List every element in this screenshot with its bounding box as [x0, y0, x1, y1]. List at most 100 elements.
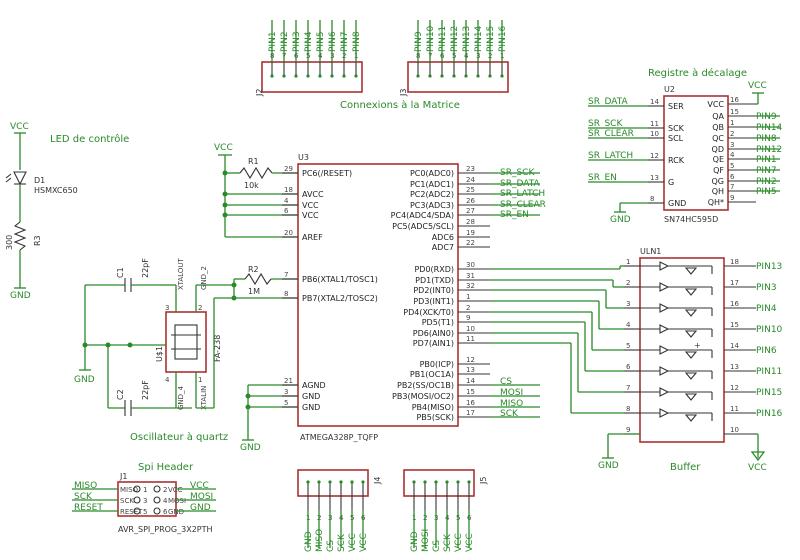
led-circuit: VCC D1 HSMXC650 300 R3 GND [5, 122, 78, 301]
uln-driver-icon [659, 261, 670, 271]
connector-j2: J2 [255, 61, 363, 97]
u3-right-pin-number: 16 [466, 399, 475, 407]
uln-ref: ULN1 [640, 247, 661, 256]
u2-part: SN74HC595D [664, 215, 718, 224]
r1-ref: R1 [248, 157, 259, 166]
u3-right-pin-name: PD7(AIN1) [413, 339, 454, 348]
u3-left-pin-number: 21 [284, 377, 293, 385]
j1-inner-label-right: VCC [168, 486, 183, 494]
u2-right-pin-name: QE [713, 155, 724, 164]
u3-left-pin-number: 7 [284, 271, 288, 279]
j1-pad-right [153, 507, 161, 515]
u2-right-pin-number: 9 [730, 194, 734, 202]
j4-pin-dot [361, 480, 365, 484]
u3-right-pin-number: 32 [466, 282, 475, 290]
j2-pin-dot [354, 74, 358, 78]
u2-net-label: PIN14 [756, 123, 783, 133]
j3-pin-dot [488, 74, 492, 78]
u3-left-pin-name: PB6(XTAL1/TOSC1) [302, 275, 378, 284]
j2-net-label: PIN8 [352, 31, 362, 52]
gnd-label-mcu: GND [240, 443, 261, 453]
gnd-label-u2: GND [610, 215, 631, 225]
u2-left-pin-number: 11 [650, 120, 659, 128]
shift-register-74hc595: U2 SN74HC595D VCC GND [610, 81, 767, 225]
u2-left-pin-name: GND [668, 199, 686, 208]
c2-value: 22pF [141, 380, 150, 400]
j3-net-label: PIN9 [414, 31, 424, 52]
j3-pin-dot [428, 74, 432, 78]
j3-net-label: PIN12 [450, 26, 460, 52]
section-label-matrix: Connexions à la Matrice [340, 99, 460, 111]
j2-pin-dot [270, 74, 274, 78]
quartz-part: FA-238 [213, 335, 222, 362]
u2-right-pin-number: 4 [730, 151, 735, 159]
j4-pin-dot [306, 480, 310, 484]
uln-left-pin-number: 4 [626, 321, 631, 329]
quartz-pin-1: 1 [198, 376, 202, 384]
j1-inner-label-left: MISO [120, 486, 139, 494]
uln-left-pin-number: 3 [626, 300, 630, 308]
u2-left-pin-number: 13 [650, 174, 659, 182]
j4-net-label: MISO [315, 529, 325, 552]
j2-net-label: PIN7 [340, 31, 350, 52]
u2-net-label: SR_LATCH [588, 151, 633, 161]
j1-net-label-right: MOSI [190, 492, 213, 502]
j2-net-label: PIN1 [268, 31, 278, 52]
quartz-pin-gnd2: GND_2 [200, 266, 208, 290]
j3-net-label: PIN10 [426, 25, 436, 52]
j2-net-label: PIN3 [292, 31, 302, 52]
u3-right-pin-name: PD1(TXD) [415, 276, 454, 285]
j1-pad-right [153, 485, 161, 493]
gnd-label-osc: GND [74, 375, 95, 385]
u3-right-pin-name: PC5(ADC5/SCL) [392, 222, 454, 231]
uln-net-label: PIN6 [756, 346, 777, 356]
j4-net-label: CS [326, 540, 336, 552]
u3-right-pin-number: 15 [466, 388, 475, 396]
u2-left-pin-name: SCK [668, 124, 685, 133]
u2-left-pin-number: 14 [650, 98, 659, 106]
u3-left-pin-number: 20 [284, 229, 293, 237]
uln-diode-icon [684, 330, 698, 338]
j3-net-label: PIN11 [438, 26, 448, 52]
j4-net-label: SCK [337, 533, 347, 552]
u3-right-pin-number: 10 [466, 325, 475, 333]
j2-pin-dot [294, 74, 298, 78]
j3-pin-dot [440, 74, 444, 78]
led-part: HSMXC650 [34, 186, 78, 195]
j5-pin-dot [445, 480, 449, 484]
connector-j5: J5 [403, 469, 488, 497]
u3-right-pin-name: PC0(ADC0) [410, 169, 454, 178]
uln-left-pin-number: 9 [626, 426, 630, 434]
u3-part: ATMEGA328P_TQFP [300, 433, 378, 442]
j2-pin-dot [342, 74, 346, 78]
j3-pin-dot [476, 74, 480, 78]
j1-pin-number-right: 2 [163, 486, 167, 494]
u2-right-pin-name: QH* [708, 198, 724, 207]
j3-pin-dot [416, 74, 420, 78]
j1-ref: J1 [119, 472, 127, 481]
u2-left-pin-name: G [668, 178, 674, 187]
uln-right-pin-number: 18 [730, 258, 739, 266]
j2-pin-dot [330, 74, 334, 78]
u3-right-pin-name: PD5(T1) [422, 318, 454, 327]
quartz-pin-gnd4: GND_4 [177, 385, 185, 410]
u3-right-pin-name: PD4(XCK/T0) [403, 308, 454, 317]
u3-right-pin-name: PD0(RXD) [414, 265, 454, 274]
uln-diode-icon [684, 351, 698, 359]
u3-right-pin-name: ADC6 [432, 233, 454, 242]
u3-net-label: MISO [500, 399, 523, 409]
uln-diode-icon [684, 393, 698, 401]
u2-right-pin-number: 3 [730, 141, 734, 149]
uln-left-pin-number: 1 [626, 258, 630, 266]
c1-value: 22pF [141, 258, 150, 278]
vcc-label-mcu: VCC [214, 143, 233, 153]
gnd-label-uln: GND [598, 461, 619, 471]
uln-net-label: PIN10 [756, 325, 783, 335]
u3-left-pin-name: VCC [302, 201, 319, 210]
j1-inner-label-left: RESET [120, 508, 143, 516]
u3-right-pin-number: 23 [466, 165, 475, 173]
r2-ref: R2 [248, 265, 259, 274]
j4-pin-dot [350, 480, 354, 484]
j1-net-label-right: GND [190, 503, 211, 513]
